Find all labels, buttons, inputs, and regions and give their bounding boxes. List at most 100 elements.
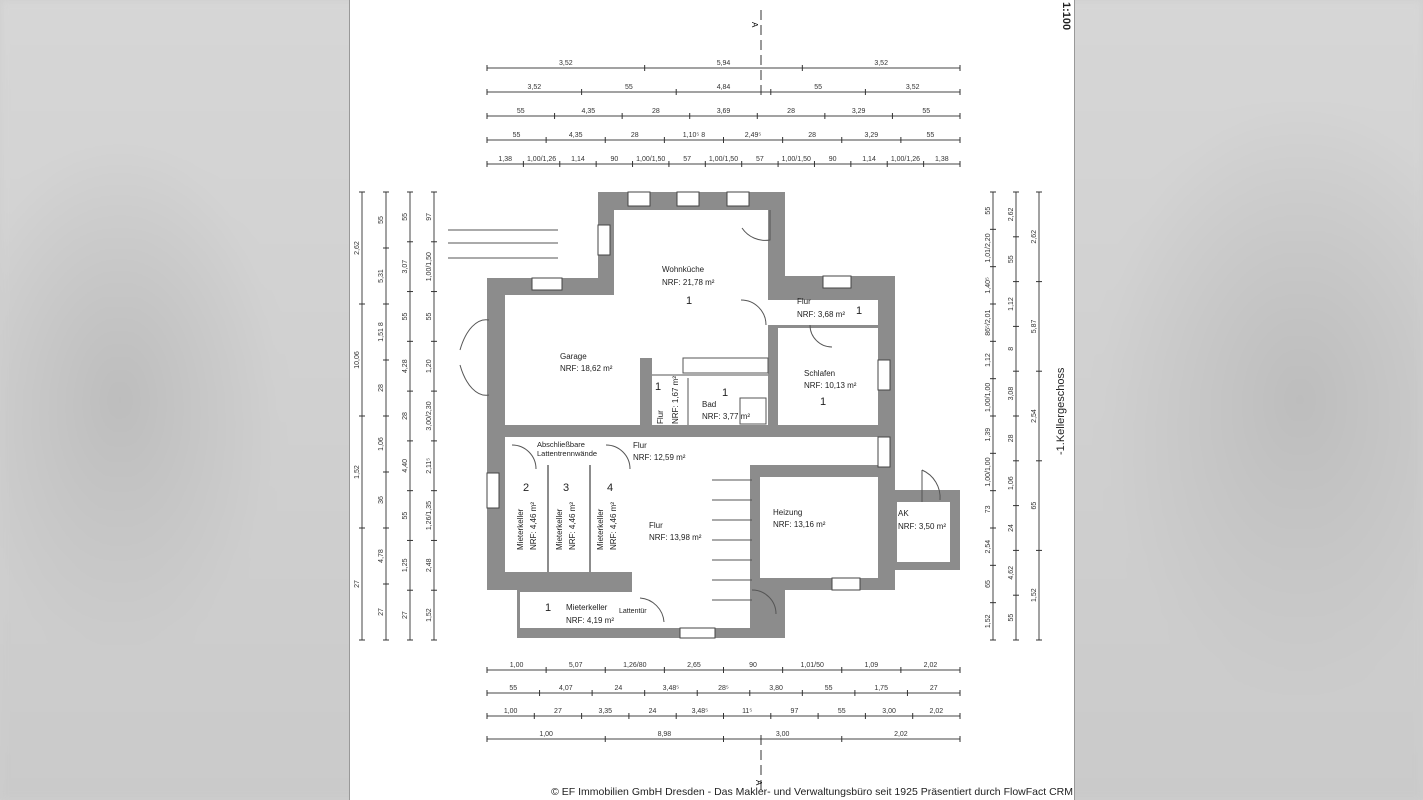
dimension-label: 1,52: [1031, 588, 1038, 602]
dimension-label: 1,00: [539, 731, 553, 738]
room-name: Flur: [797, 297, 811, 306]
dimension-label: 2,48: [426, 558, 433, 572]
room-name: Flur: [649, 521, 663, 530]
dimension-label: 55: [517, 108, 525, 115]
room-area: NRF: 10,13 m²: [804, 381, 857, 390]
dimension-label: 1,00/1,50: [636, 156, 665, 163]
dimension-label: 28: [378, 384, 385, 392]
room-name: Flur: [656, 410, 665, 424]
dimension-label: 2,49⁵: [745, 132, 762, 139]
unit-number: 1: [545, 602, 551, 614]
room-name: Schlafen: [804, 369, 835, 378]
dimension-label: 1,00/1,50: [426, 252, 433, 281]
dimension-label: 73: [985, 505, 992, 513]
dimension-label: 4,07: [559, 685, 573, 692]
room-area: NRF: 13,16 m²: [773, 520, 826, 529]
dimension-label: 1,52: [985, 614, 992, 628]
room-area: NRF: 12,59 m²: [633, 453, 686, 462]
dimension-label: 5,07: [569, 662, 583, 669]
dimension-label: 2,62: [1008, 207, 1015, 221]
dimension-label: 1,52: [354, 465, 361, 479]
room-name: Flur: [633, 441, 647, 450]
dimension-label: 55: [402, 312, 409, 320]
dimension-label: 86⁵/2,01: [985, 309, 992, 335]
dimension-label: 28: [1008, 434, 1015, 442]
room-name: Garage: [560, 352, 587, 361]
dimension-label: 55: [1008, 255, 1015, 263]
dimension-label: 4,35: [569, 132, 583, 139]
room-area: NRF: 4,46 m²: [609, 502, 618, 550]
dimension-label: 3,80: [769, 685, 783, 692]
dimension-label: 3,52: [906, 84, 920, 91]
dimension-label: 28: [652, 108, 660, 115]
dimension-label: 1,01/50: [801, 662, 824, 669]
dimension-label: 55: [625, 84, 633, 91]
dimension-label: 1,25: [402, 558, 409, 572]
dimension-label: 1,26/80: [623, 662, 646, 669]
dimension-label: 1,01/2,20: [985, 233, 992, 262]
dimension-label: 1,12: [985, 353, 992, 367]
room-area: NRF: 4,46 m²: [529, 502, 538, 550]
dimension-label: 1,00/1,26: [527, 156, 556, 163]
dimension-label: 2,65: [687, 662, 701, 669]
dimension-label: 55: [985, 207, 992, 215]
dimension-label: 24: [649, 708, 657, 715]
dimension-label: 3,35: [598, 708, 612, 715]
unit-number: 1: [856, 305, 862, 317]
floor-label: -1.Kellergeschoss: [1055, 367, 1067, 455]
dimension-label: 3,69: [717, 108, 731, 115]
dimension-label: 55: [927, 132, 935, 139]
scale-label: 1:100: [1060, 2, 1072, 31]
room-area: NRF: 3,50 m²: [898, 522, 946, 531]
room-name: Bad: [702, 400, 716, 409]
room-area: NRF: 13,98 m²: [649, 533, 702, 542]
dimension-label: 1,00/1,00: [985, 457, 992, 486]
dimension-label: 3,29: [865, 132, 879, 139]
dimension-label: 27: [402, 611, 409, 619]
dimension-label: 3,52: [559, 60, 573, 67]
dimension-label: 55: [509, 685, 517, 692]
dimension-label: 1,51 8: [378, 322, 385, 342]
dimension-label: 2,54: [1031, 409, 1038, 423]
dimension-label: 3,08: [1008, 387, 1015, 401]
dimension-label: 1,00/1,50: [782, 156, 811, 163]
dimension-label: 1,09: [865, 662, 879, 669]
dimension-label: 55: [838, 708, 846, 715]
dimension-label: 3,07: [402, 260, 409, 274]
dimension-label: 5,87: [1031, 319, 1038, 333]
dimension-label: 55: [922, 108, 930, 115]
dimension-label: 2,54: [985, 540, 992, 554]
room-name: Mieterkeller: [566, 603, 608, 612]
copyright-credit: © EF Immobilien GmbH Dresden - Das Makle…: [551, 786, 1073, 798]
room-name: AK: [898, 509, 909, 518]
dimension-label: 1,20: [426, 359, 433, 373]
dimension-label: 2,02: [894, 731, 908, 738]
dimension-label: 3,00: [776, 731, 790, 738]
dimension-label: 4,78: [378, 549, 385, 563]
dimension-label: 28: [808, 132, 816, 139]
room-name: Mieterkeller: [596, 508, 605, 550]
room-area: NRF: 4,19 m²: [566, 616, 614, 625]
room-area: NRF: 3,77 m²: [702, 412, 750, 421]
dimension-label: 28: [787, 108, 795, 115]
dimension-label: 28⁵: [718, 685, 729, 692]
room-area: NRF: 21,78 m²: [662, 278, 715, 287]
dimension-label: 1,12: [1008, 297, 1015, 311]
dimension-label: 24: [614, 685, 622, 692]
unit-number: 1: [722, 387, 728, 399]
dimension-label: 8,98: [658, 731, 672, 738]
dimension-label: 1,06: [1008, 476, 1015, 490]
dimension-label: 3,52: [874, 60, 888, 67]
room-area: NRF: 4,46 m²: [568, 502, 577, 550]
section-label-top: A: [750, 22, 759, 28]
rooms: [505, 210, 950, 628]
dimension-label: 5,31: [378, 269, 385, 283]
unit-number: 1: [820, 396, 826, 408]
dimension-label: 55: [378, 216, 385, 224]
room-name: Heizung: [773, 508, 802, 517]
dimension-label: 27: [930, 685, 938, 692]
dimension-label: 65: [985, 580, 992, 588]
dimension-label: 3,00/2,30: [426, 401, 433, 430]
dimension-label: 11⁵: [742, 708, 752, 715]
